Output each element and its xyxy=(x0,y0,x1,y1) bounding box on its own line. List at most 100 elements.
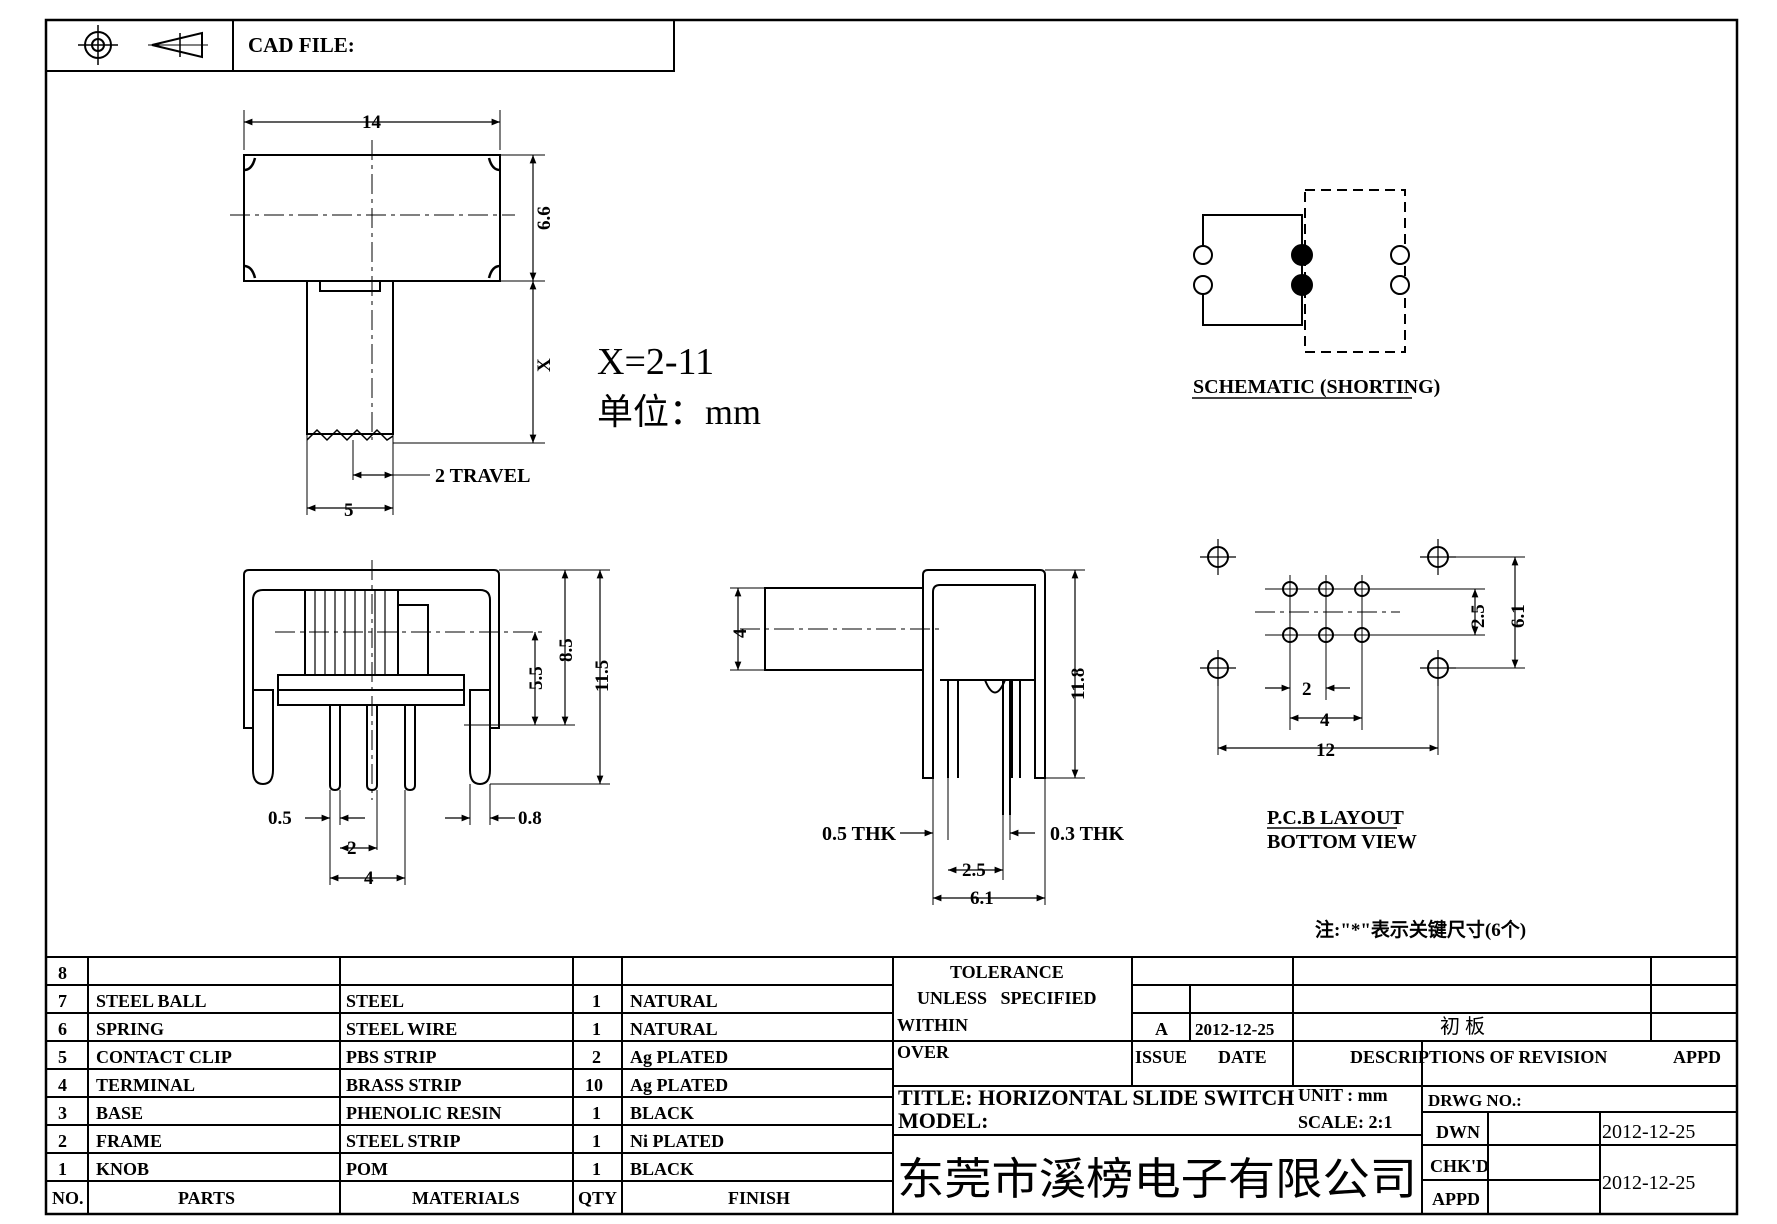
header-block: CAD FILE: xyxy=(45,19,675,72)
pcb-title: P.C.B LAYOUT xyxy=(1267,807,1405,829)
bom-header-materials: MATERIALS xyxy=(412,1188,520,1208)
pcb-dim-2-5: 2.5 xyxy=(1468,604,1489,628)
bom-qty: 1 xyxy=(592,1131,601,1151)
bom-material: POM xyxy=(346,1159,388,1179)
dwn-date: 2012-12-25 xyxy=(1602,1121,1695,1143)
bom-finish: Ag PLATED xyxy=(630,1047,728,1067)
schematic-diagram xyxy=(1192,189,1412,399)
drawing-title: TITLE: HORIZONTAL SLIDE SWITCH xyxy=(898,1085,1294,1110)
unit-label: UNIT : mm xyxy=(1298,1085,1388,1105)
chk-date: 2012-12-25 xyxy=(1602,1172,1695,1194)
side-view xyxy=(730,569,1085,905)
pcb-layout xyxy=(1200,539,1525,829)
side-dim-11-8: 11.8 xyxy=(1068,668,1089,700)
dim-stem-x: X xyxy=(534,358,555,372)
bom-part: KNOB xyxy=(96,1159,149,1179)
model-label: MODEL: xyxy=(898,1108,988,1133)
pcb-dim-2: 2 xyxy=(1302,679,1312,700)
bom-finish: BLACK xyxy=(630,1159,694,1179)
rev-issue: A xyxy=(1155,1019,1168,1039)
bom-part: FRAME xyxy=(96,1131,162,1151)
bom-row-4: 4 TERMINAL BRASS STRIP 10 Ag PLATED xyxy=(58,1075,728,1095)
dim-width-14: 14 xyxy=(362,112,382,133)
chkd-label: CHK'D xyxy=(1430,1156,1489,1176)
bom-material: STEEL xyxy=(346,991,404,1011)
descriptions-label: DESCRIPTIONS OF REVISION xyxy=(1350,1047,1607,1067)
bom-row-2: 2 FRAME STEEL STRIP 1 Ni PLATED xyxy=(58,1131,724,1151)
dim-11-5: 11.5 xyxy=(592,660,613,692)
top-view xyxy=(230,110,545,515)
dim-height-6-6: 6.6 xyxy=(534,206,555,230)
travel-label: 2 TRAVEL xyxy=(435,465,530,487)
bom-qty: 1 xyxy=(592,1159,601,1179)
bom-no: 7 xyxy=(58,991,67,1011)
bom-finish: BLACK xyxy=(630,1103,694,1123)
appd2-label: APPD xyxy=(1432,1189,1480,1209)
scale-label: SCALE: 2:1 xyxy=(1298,1112,1393,1132)
bom-header-finish: FINISH xyxy=(728,1188,790,1208)
title-block-grid xyxy=(893,957,1737,1214)
bom-finish: NATURAL xyxy=(630,1019,718,1039)
front-view xyxy=(243,560,610,885)
sheet-border xyxy=(44,18,1739,1216)
bom-qty: 2 xyxy=(592,1047,601,1067)
bom-no: 2 xyxy=(58,1131,67,1151)
side-dim-2-5: 2.5 xyxy=(962,860,986,881)
bom-part: STEEL BALL xyxy=(96,991,207,1011)
pcb-dim-4: 4 xyxy=(1320,710,1330,731)
bom-qty: 1 xyxy=(592,991,601,1011)
pcb-subtitle: BOTTOM VIEW xyxy=(1267,831,1417,853)
unit-note: 单位：mm xyxy=(597,392,761,432)
bom-no: 5 xyxy=(58,1047,67,1067)
bom-finish: Ag PLATED xyxy=(630,1075,728,1095)
key-dims-note: 注:"*"表示关键尺寸(6个) xyxy=(1315,918,1526,941)
bom-material: PBS STRIP xyxy=(346,1047,437,1067)
dwn-label: DWN xyxy=(1436,1122,1480,1142)
company-name: 东莞市溪榜电子有限公司 xyxy=(897,1155,1417,1204)
bom-header-parts: PARTS xyxy=(178,1188,235,1208)
x-range-note: X=2-11 xyxy=(597,341,714,383)
bom-row-5: 5 CONTACT CLIP PBS STRIP 2 Ag PLATED xyxy=(58,1047,728,1067)
bom-no: 8 xyxy=(58,963,67,983)
pcb-dim-6-1: 6.1 xyxy=(1508,604,1529,628)
cad-file-label: CAD FILE: xyxy=(248,33,355,57)
dim-4: 4 xyxy=(364,868,374,889)
bom-header-row: NO. PARTS MATERIALS QTY FINISH xyxy=(52,1188,790,1208)
bom-qty: 10 xyxy=(585,1075,603,1095)
bom-part: TERMINAL xyxy=(96,1075,195,1095)
issue-label: ISSUE xyxy=(1135,1047,1187,1067)
bom-no: 6 xyxy=(58,1019,67,1039)
pcb-dim-12: 12 xyxy=(1316,740,1335,761)
dim-2: 2 xyxy=(347,838,357,859)
bom-header-qty: QTY xyxy=(578,1188,617,1208)
bom-material: PHENOLIC RESIN xyxy=(346,1103,502,1123)
bom-finish: Ni PLATED xyxy=(630,1131,724,1151)
bom-qty: 1 xyxy=(592,1019,601,1039)
dim-8-5: 8.5 xyxy=(556,638,577,662)
bom-part: BASE xyxy=(96,1103,143,1123)
bom-grid xyxy=(46,956,1737,1214)
dim-5-5: 5.5 xyxy=(526,666,547,690)
side-dim-4: 4 xyxy=(730,628,751,638)
within-label: WITHIN xyxy=(897,1015,968,1035)
bom-row-6: 6 SPRING STEEL WIRE 1 NATURAL xyxy=(58,1019,718,1039)
bom-header-no: NO. xyxy=(52,1188,84,1208)
dim-0-5: 0.5 xyxy=(268,808,292,829)
bom-material: STEEL WIRE xyxy=(346,1019,457,1039)
bom-part: SPRING xyxy=(96,1019,164,1039)
appd-label: APPD xyxy=(1673,1047,1721,1067)
thk-right: 0.3 THK xyxy=(1050,823,1125,845)
bom-row-8: 8 xyxy=(58,963,67,983)
over-label: OVER xyxy=(897,1042,950,1062)
pin-holes xyxy=(1265,575,1390,730)
bom-row-1: 1 KNOB POM 1 BLACK xyxy=(58,1159,694,1179)
side-dim-6-1: 6.1 xyxy=(970,888,994,909)
bom-finish: NATURAL xyxy=(630,991,718,1011)
bom-no: 1 xyxy=(58,1159,67,1179)
date-label: DATE xyxy=(1218,1047,1267,1067)
bom-row-7: 7 STEEL BALL STEEL 1 NATURAL xyxy=(58,991,718,1011)
drwg-no-label: DRWG NO.: xyxy=(1428,1091,1522,1110)
bom-row-3: 3 BASE PHENOLIC RESIN 1 BLACK xyxy=(58,1103,694,1123)
dim-knob-5: 5 xyxy=(344,500,354,521)
